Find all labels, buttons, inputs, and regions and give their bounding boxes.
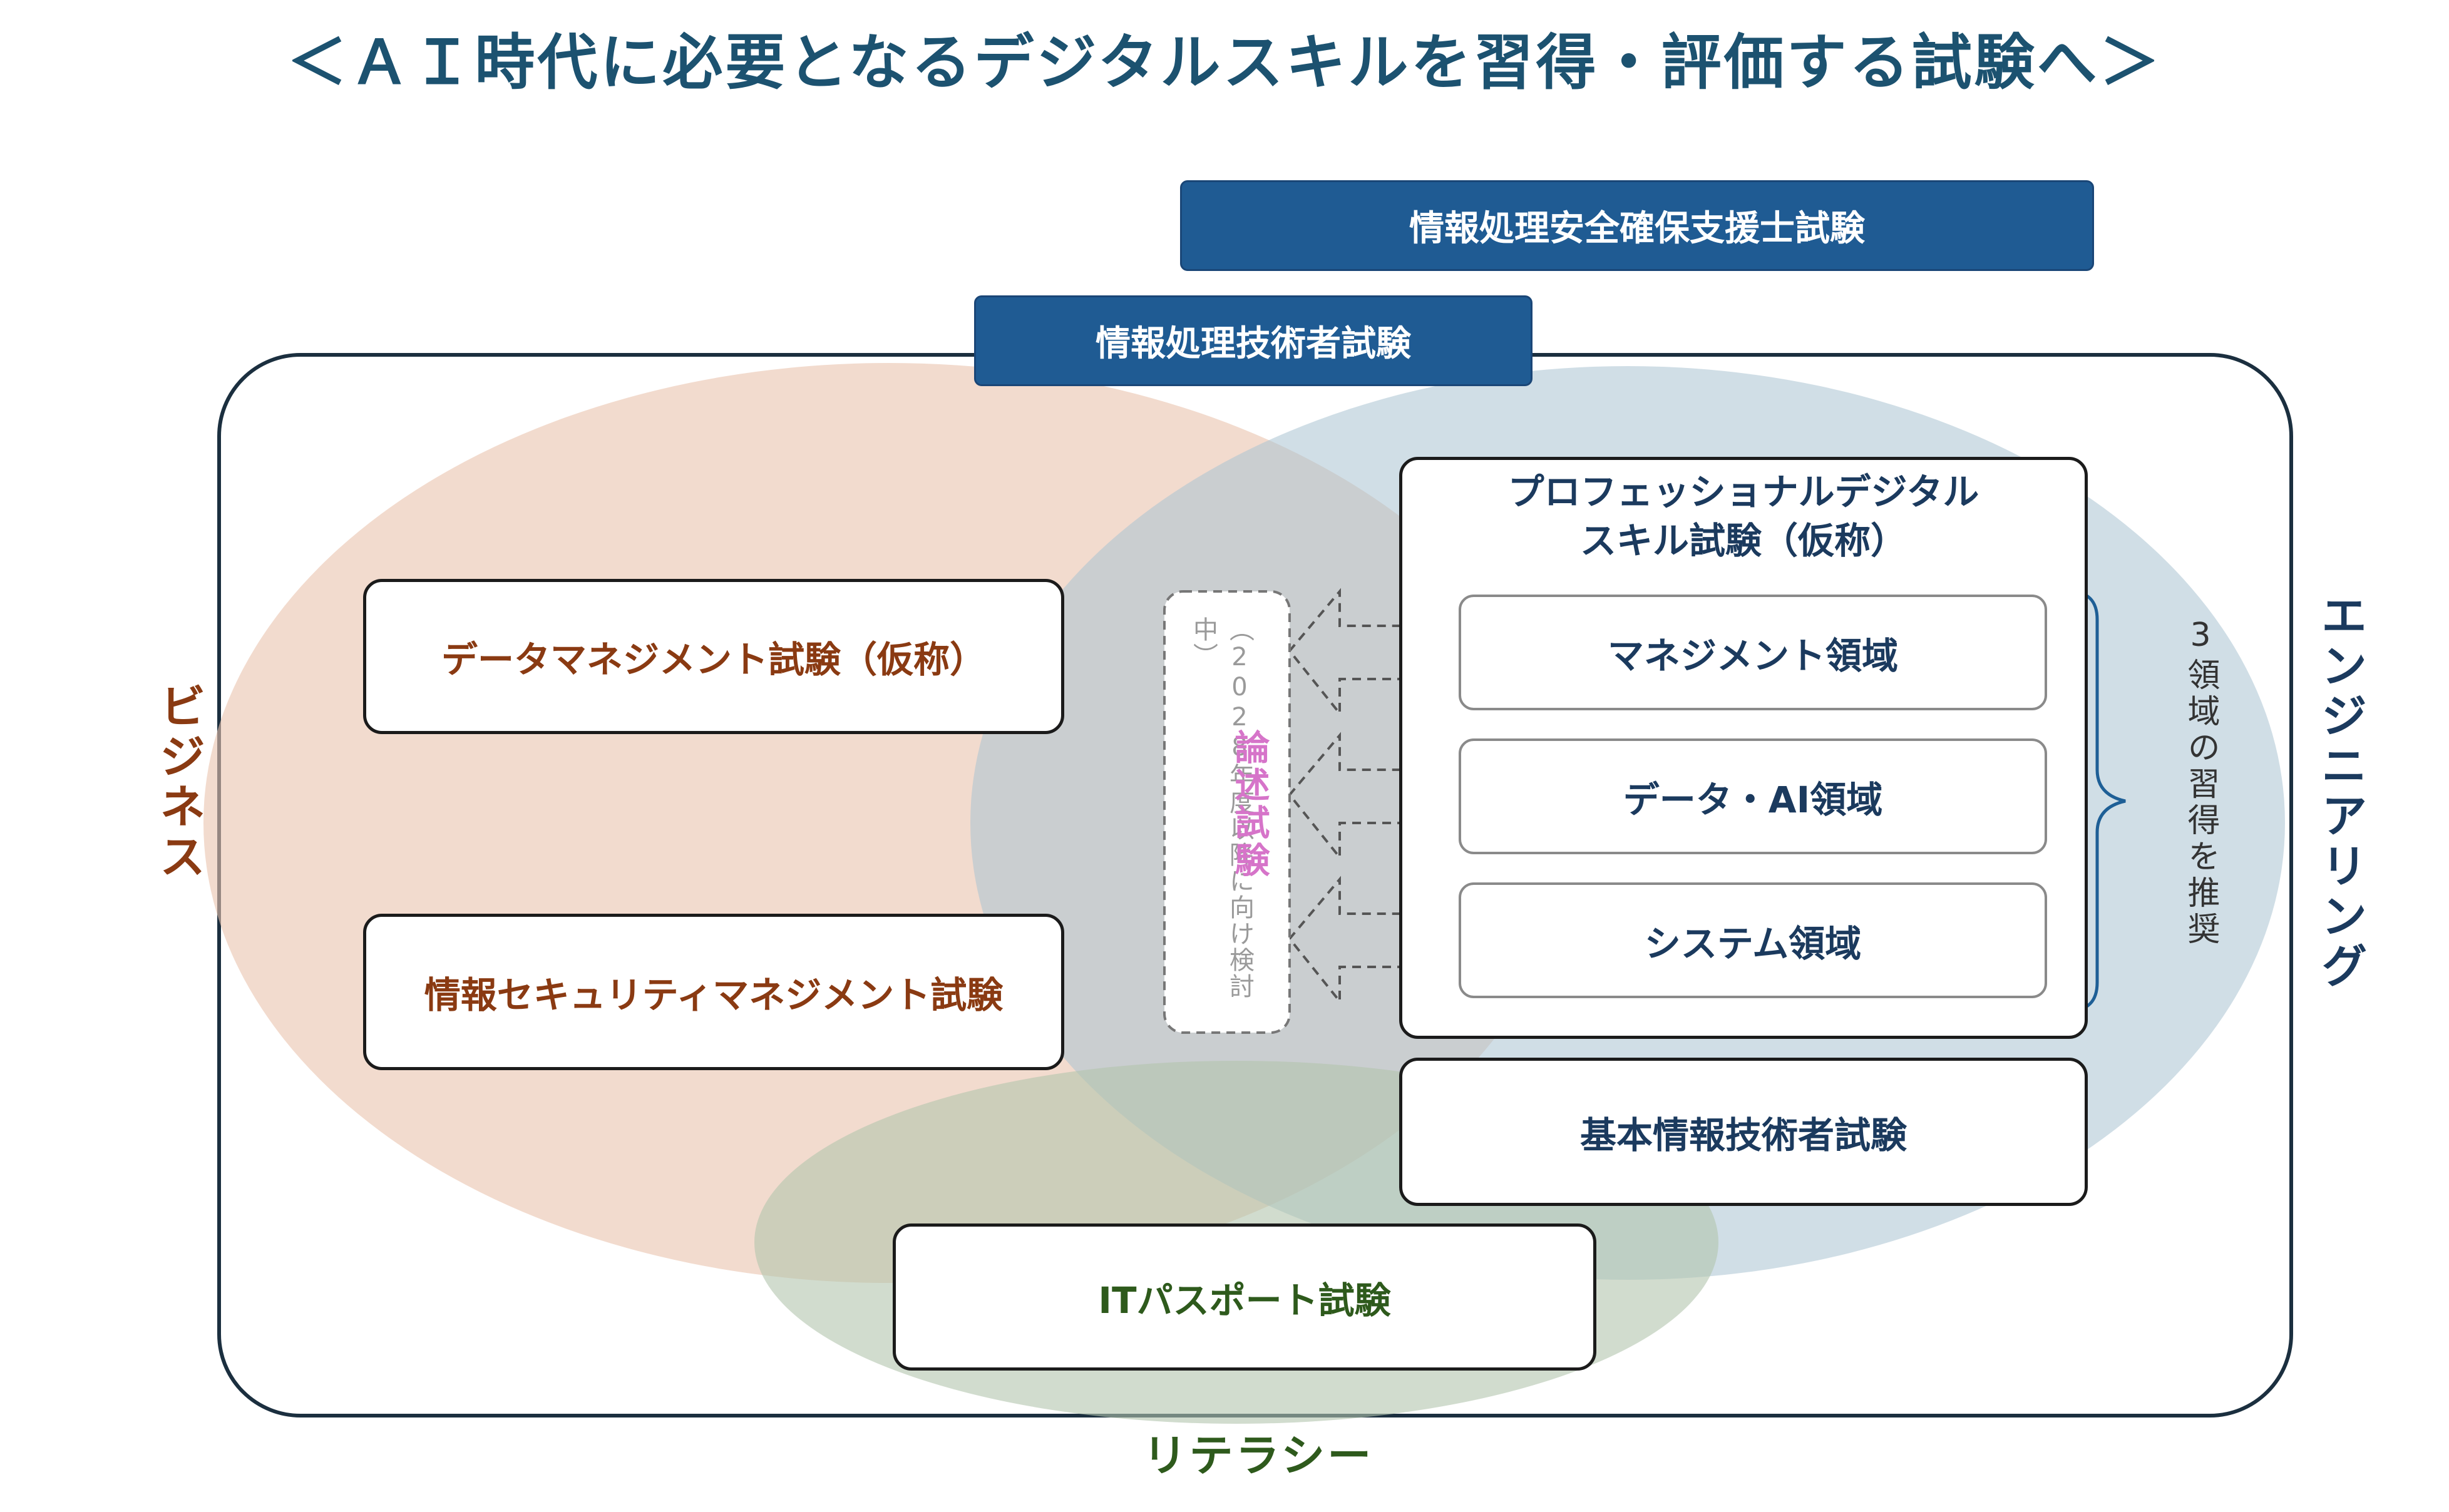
recommend-note: 3領域の習得を推奨 <box>2182 616 2219 948</box>
arrow-data-ai <box>1288 732 1444 861</box>
engineering-label: エンジニアリング <box>2313 591 2367 992</box>
essay-title: 論述試験 <box>1229 729 1270 879</box>
professional-title-line2: スキル試験（仮称） <box>1579 519 1907 562</box>
domain-system: システム領域 <box>1459 882 2047 998</box>
business-label: ビジネス <box>151 682 205 882</box>
safety-exam-bar: 情報処理安全確保支援士試験 <box>1180 180 2094 271</box>
essay-box <box>1163 590 1291 1034</box>
bracket <box>2068 590 2126 1013</box>
arrow-system <box>1288 876 1444 1005</box>
fundamental-exam: 基本情報技術者試験 <box>1399 1058 2088 1206</box>
domain-data-ai: データ・AI領域 <box>1459 738 2047 854</box>
tech-exam-bar: 情報処理技術者試験 <box>974 295 1533 386</box>
security-management-exam: 情報セキュリティマネジメント試験 <box>363 914 1064 1070</box>
essay-note: （2028年度以降に向け検討中） <box>1189 616 1254 999</box>
page-title: ＜ＡＩ時代に必要となるデジタルスキルを習得・評価する試験へ＞ <box>287 28 2162 98</box>
domain-management: マネジメント領域 <box>1459 595 2047 710</box>
professional-title-line1: プロフェッショナルデジタル <box>1507 471 1979 513</box>
it-passport-exam: ITパスポート試験 <box>893 1223 1596 1371</box>
literacy-label: リテラシー <box>1142 1430 1374 1481</box>
arrow-management <box>1288 588 1444 717</box>
data-management-exam: データマネジメント試験（仮称） <box>363 579 1064 734</box>
professional-exam-title: プロフェッショナルデジタル スキル試験（仮称） <box>1508 467 1979 565</box>
